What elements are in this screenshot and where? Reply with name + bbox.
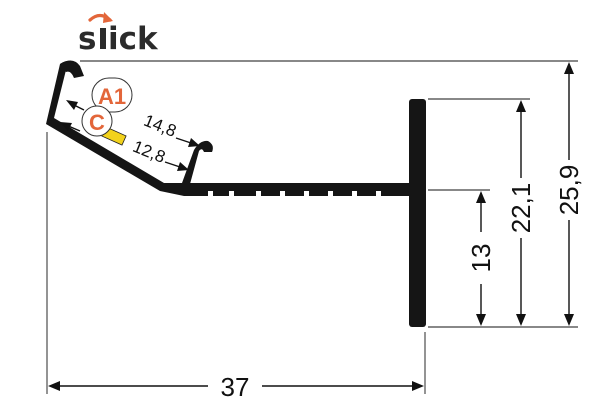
width-total-label: 37: [221, 372, 250, 402]
height-total-arrow-bottom: [564, 314, 574, 326]
opening-outer-label: 14,8: [141, 111, 179, 141]
opening-inner-label: 12,8: [130, 137, 168, 167]
badge-c-outline: [81, 105, 113, 137]
height-total-label: 25,9: [554, 165, 584, 216]
badge-c-label: C: [89, 110, 105, 135]
width-arrow-left: [48, 381, 60, 391]
opening-inner-arrow-left: [60, 122, 72, 131]
groove: [304, 191, 309, 197]
opening-outer-arrow-left: [66, 100, 78, 110]
badge-a1-outline: [91, 77, 133, 113]
profile-top-hook: [60, 60, 84, 78]
height-mid-arrow-bottom: [516, 314, 526, 326]
groove: [328, 191, 333, 197]
groove: [229, 191, 234, 197]
logo-letter-s: s: [78, 21, 96, 57]
badge-a1-label: A1: [98, 84, 126, 109]
logo-i-stem: [100, 28, 106, 49]
badge-c: C: [81, 105, 113, 137]
badge-a1: A1: [91, 77, 133, 113]
height-low-arrow-bottom: [476, 314, 486, 326]
height-mid-arrow-top: [516, 100, 526, 112]
logo: s ick: [78, 12, 159, 57]
profile-vertical-web: [409, 99, 426, 327]
groove: [208, 191, 213, 197]
logo-accent-arrowhead: [103, 12, 113, 23]
opening-inner-arrow-right: [177, 162, 189, 171]
base-grooves: [208, 191, 381, 197]
height-low-arrow-top: [476, 191, 486, 203]
profile-inner-lip: [182, 140, 213, 184]
groove: [352, 191, 357, 197]
width-arrow-right: [412, 381, 424, 391]
opening-outer-arrow-right: [188, 138, 200, 147]
height-total-arrow-top: [564, 62, 574, 74]
dimension-lines: 37 25,9 22,1 13 14,8 12,8: [46, 60, 584, 402]
groove: [376, 191, 381, 197]
groove: [256, 191, 261, 197]
profile-base-bar: [160, 183, 414, 196]
height-low-label: 13: [466, 244, 496, 273]
logo-letters-ick: ick: [108, 21, 159, 57]
aluminium-profile: [46, 60, 426, 327]
groove: [280, 191, 285, 197]
profile-slanted-wall: [46, 60, 182, 192]
height-mid-label: 22,1: [506, 183, 536, 234]
